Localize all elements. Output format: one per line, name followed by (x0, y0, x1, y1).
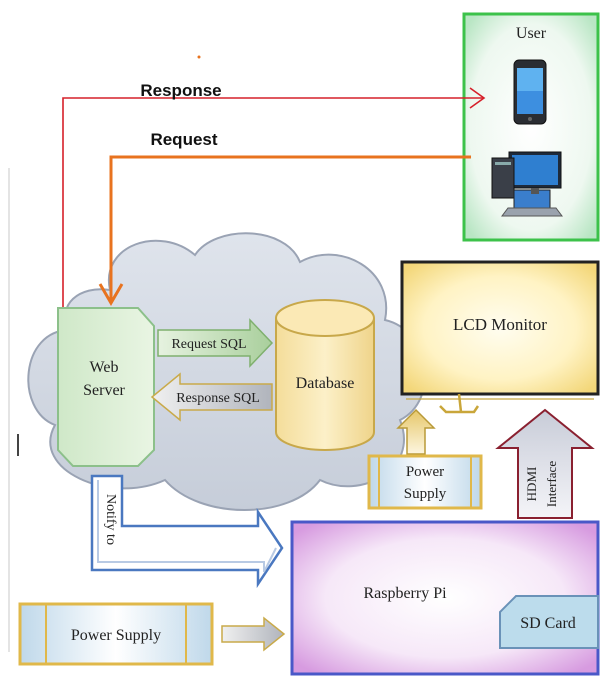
user-title: User (516, 25, 547, 42)
raspberry-pi-label: Raspberry Pi (363, 585, 447, 602)
web-server-box: Web Server (57, 307, 155, 467)
lcd-power-label-line2: Supply (404, 486, 447, 502)
lcd-power-label-line1: Power (406, 464, 444, 480)
user-box: User (462, 12, 600, 242)
lcd-monitor: LCD Monitor (400, 260, 600, 414)
web-server-label-line2: Server (83, 382, 125, 399)
response-arrow: Response (62, 81, 486, 315)
response-label: Response (140, 81, 221, 100)
pi-power-supply: Power Supply (18, 602, 214, 666)
lcd-label: LCD Monitor (453, 315, 547, 334)
raspberry-pi-box: Raspberry Pi SD Card (290, 520, 600, 676)
notify-arrow: Notify to (90, 474, 284, 589)
database-cylinder: Database (275, 299, 375, 451)
stray-dot (197, 55, 201, 59)
web-server-label-line1: Web (90, 359, 119, 376)
pi-power-arrow (221, 616, 286, 652)
request-arrow: Request (98, 130, 471, 306)
sd-card-label: SD Card (520, 615, 576, 632)
lcd-power-supply: Power Supply (367, 454, 483, 510)
notify-label: Notify to (103, 494, 118, 545)
sd-card: SD Card (499, 595, 599, 649)
response-sql-label: Response SQL (176, 391, 260, 406)
lcd-power-arrow (396, 408, 436, 455)
hdmi-arrow: HDMI Interface (495, 408, 595, 519)
smartphone-icon (513, 59, 547, 125)
hdmi-label-line1: HDMI (524, 467, 539, 502)
request-label: Request (150, 130, 217, 149)
request-sql-arrow: Request SQL (157, 318, 274, 368)
response-sql-arrow: Response SQL (150, 372, 273, 422)
database-label: Database (296, 375, 355, 392)
request-sql-label: Request SQL (171, 337, 246, 352)
hdmi-label-line2: Interface (544, 461, 559, 507)
pi-power-label: Power Supply (71, 627, 161, 644)
computer-icon (491, 151, 563, 217)
